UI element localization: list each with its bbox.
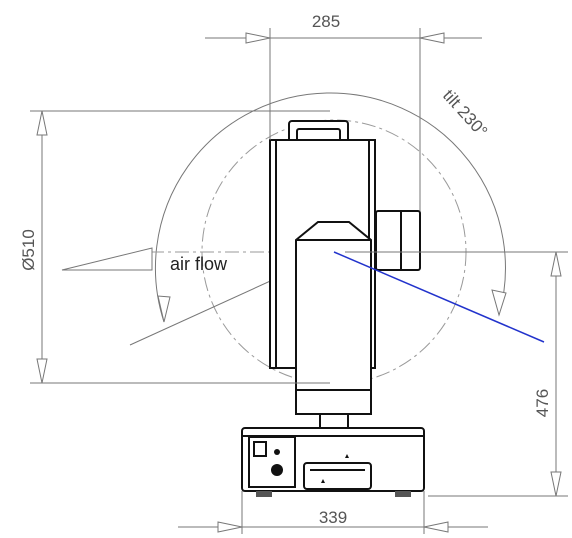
- dimension-bottom-width-label: 339: [319, 508, 347, 527]
- tilt-range-arc: [154, 92, 507, 323]
- air-flow-indicator: air flow: [61, 247, 228, 274]
- base-body: [241, 427, 425, 492]
- base-foot-left: [256, 491, 272, 497]
- dimension-diameter-label: Ø510: [19, 229, 38, 271]
- dimension-diameter: Ø510: [19, 110, 330, 384]
- control-knob: [271, 464, 283, 476]
- base-handle: [303, 462, 372, 490]
- dimension-top-width: 285: [205, 12, 482, 211]
- dimension-height: 476: [345, 251, 568, 497]
- dimension-height-label: 476: [533, 389, 552, 417]
- air-flow-label: air flow: [170, 254, 228, 274]
- base-foot-right: [395, 491, 411, 497]
- fan-base: [241, 427, 425, 497]
- dimension-top-width-label: 285: [312, 12, 340, 31]
- stand-neck: [319, 413, 349, 429]
- stand-column: [295, 221, 372, 415]
- fan-stand: [295, 221, 372, 429]
- tilt-label: tilt 230°: [439, 86, 491, 141]
- control-panel: [248, 436, 296, 488]
- tilt-direction-line: [333, 251, 545, 343]
- dimension-bottom-width: 339: [178, 491, 488, 534]
- fan-motor: [375, 210, 421, 271]
